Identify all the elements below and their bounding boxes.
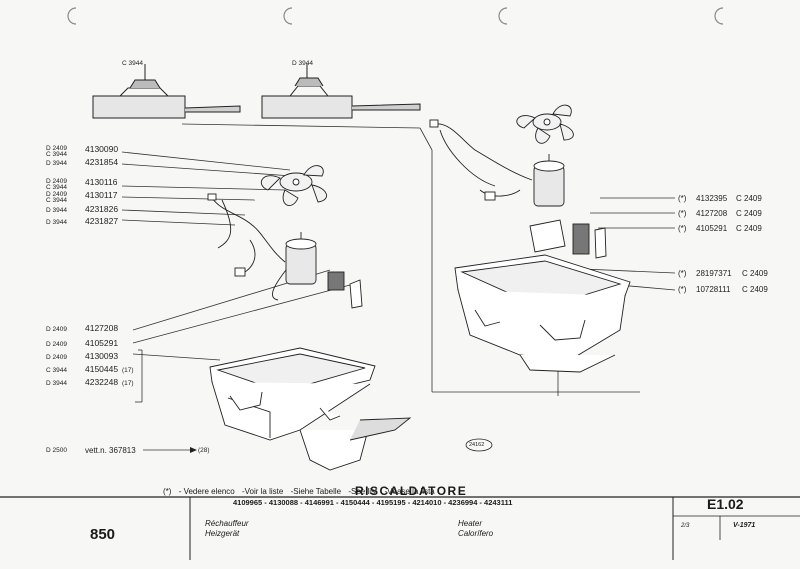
issue-date: V-1971 — [733, 522, 756, 529]
part-number: 4232248 — [85, 377, 119, 387]
part-note: (17) — [122, 367, 134, 374]
title-german: Heizgerät — [205, 529, 240, 538]
left-fan — [260, 165, 327, 207]
part-code: C 2409 — [736, 209, 762, 218]
part-number: 4130116 — [85, 177, 118, 187]
right-heater-housing — [454, 254, 631, 373]
part-code: D 3944 — [46, 219, 67, 226]
section-label-d3944: D 3944 — [292, 60, 313, 67]
part-code: C 3944 — [46, 197, 67, 204]
part-note: (17) — [122, 380, 134, 387]
part-number: 4130093 — [85, 351, 119, 361]
part-code: D 2409 — [46, 191, 67, 198]
sheet-number: E1.02 — [707, 496, 744, 512]
part-mark: (*) — [678, 269, 687, 278]
legend-en: -See list — [348, 487, 378, 496]
part-code: C 2409 — [736, 194, 762, 203]
part-number: 4105291 — [85, 338, 119, 348]
part-code: D 2409 — [46, 354, 67, 361]
part-mark: (*) — [678, 285, 687, 294]
part-mark: (*) — [678, 209, 687, 218]
model-number: 850 — [90, 526, 116, 543]
vehicle-note-ref: (28) — [198, 447, 210, 454]
legend-it: - Vedere elenco — [178, 487, 235, 496]
right-fan — [516, 104, 574, 144]
part-number: 28197371 — [696, 269, 732, 278]
part-number: 4231827 — [85, 216, 119, 226]
part-number: 4130117 — [85, 190, 118, 200]
assembly-part-numbers: 4109965 - 4130088 - 4146991 - 4150444 - … — [233, 498, 513, 507]
part-number: 4127208 — [696, 209, 728, 218]
part-code: D 3944 — [46, 380, 67, 387]
page-number: 2/3 — [681, 523, 690, 529]
vehicle-note-text: vett.n. 367813 — [85, 446, 136, 455]
part-code: C 3944 — [46, 184, 67, 191]
part-code: C 2409 — [742, 285, 768, 294]
part-number: 4231854 — [85, 157, 119, 167]
part-code: C 2409 — [736, 224, 762, 233]
drawing-ref-oval — [465, 438, 493, 452]
part-number: 4132395 — [696, 194, 728, 203]
part-code: D 2409 — [46, 178, 67, 185]
legend-de: -Siehe Tabelle — [290, 487, 342, 496]
part-mark: (*) — [678, 194, 687, 203]
legend-es: -Véase la lista — [384, 487, 435, 496]
right-wiring — [429, 119, 533, 201]
left-wiring — [207, 193, 287, 301]
part-code: D 3944 — [46, 160, 67, 167]
part-code: D 2409 — [46, 145, 67, 152]
left-motor — [285, 232, 363, 309]
part-code: D 2409 — [46, 326, 67, 333]
part-number: 4127208 — [85, 323, 119, 333]
part-number: 4231826 — [85, 204, 119, 214]
part-number: 10728111 — [696, 285, 731, 294]
part-number: 4150445 — [85, 364, 119, 374]
part-number: 4130090 — [85, 144, 119, 154]
vehicle-note-code: D 2500 — [46, 447, 67, 454]
part-code: C 3944 — [46, 151, 67, 158]
fan-section-c3944 — [92, 64, 241, 119]
legend-mark: (*) — [163, 487, 172, 496]
section-label-c3944: C 3944 — [122, 60, 143, 67]
title-block-frame — [0, 496, 800, 560]
drawing-ref-number: 24162 — [469, 442, 485, 448]
title-spanish: Calorífero — [458, 529, 494, 538]
part-number: 4105291 — [696, 224, 728, 233]
title-french: Réchauffeur — [205, 519, 249, 528]
page-title: RISCALDATORE — [355, 484, 468, 498]
part-code: D 3944 — [46, 207, 67, 214]
title-english: Heater — [458, 519, 483, 528]
fan-section-d3944 — [261, 64, 421, 119]
part-mark: (*) — [678, 224, 687, 233]
part-code: C 2409 — [742, 269, 768, 278]
legend-fr: -Voir la liste — [241, 487, 284, 496]
part-code: D 2409 — [46, 341, 67, 348]
part-code: C 3944 — [46, 367, 67, 374]
binder-holes — [67, 7, 724, 25]
left-heater-housing — [209, 347, 412, 471]
legend: (*) - Vedere elenco -Voir la liste -Sieh… — [163, 487, 440, 496]
